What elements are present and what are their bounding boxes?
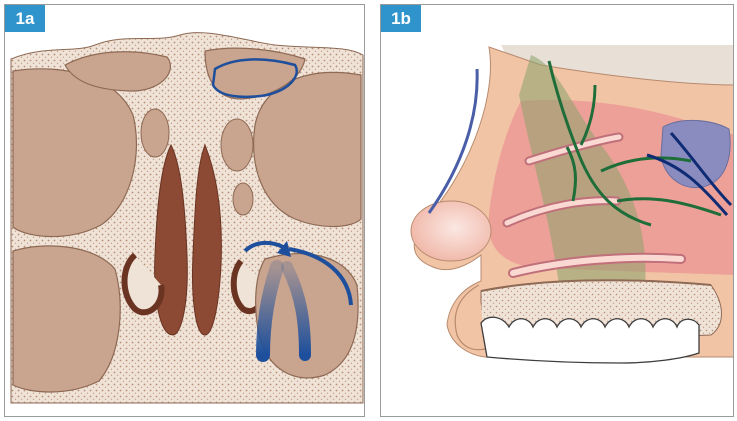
upper-teeth bbox=[481, 317, 699, 363]
maxillary-sinus-left bbox=[13, 246, 120, 392]
figure-panel-1b: 1b bbox=[380, 4, 734, 417]
ethmoid-cell bbox=[221, 119, 253, 171]
sagittal-nasal-illustration bbox=[381, 5, 734, 417]
figure-label-1a: 1a bbox=[5, 5, 45, 32]
figure-label-1b: 1b bbox=[381, 5, 421, 32]
ethmoid-cell bbox=[233, 183, 253, 215]
coronal-sinus-illustration bbox=[5, 5, 365, 417]
figure-panel-1a: 1a bbox=[4, 4, 365, 417]
sphenoid-sinus bbox=[661, 120, 730, 187]
nose-tip bbox=[411, 201, 491, 261]
ethmoid-cell bbox=[141, 109, 169, 157]
